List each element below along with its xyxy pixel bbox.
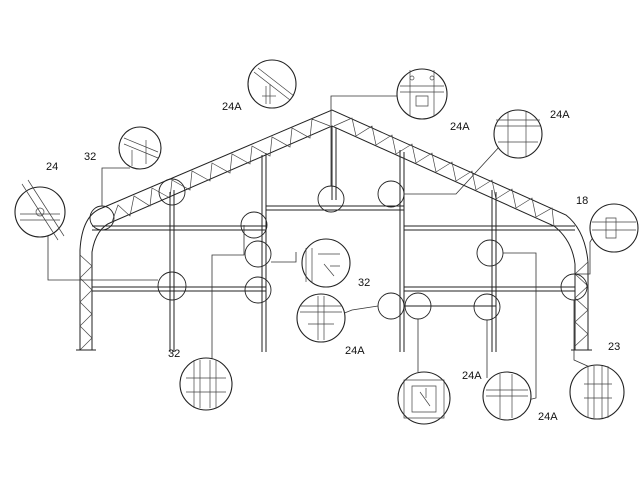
label-32-left-upper: 32	[84, 151, 96, 163]
detail-circle-top-right	[493, 109, 543, 159]
label-24a-bottom-right-mid: 24A	[538, 411, 558, 423]
label-18-right-side: 18	[576, 195, 588, 207]
detail-circle-bottom-left	[179, 357, 233, 411]
label-24a-center-lower: 24A	[345, 345, 365, 357]
detail-circle-center-lower	[296, 293, 346, 343]
detail-circle-bottom-center	[397, 371, 451, 425]
roof-truss	[76, 109, 592, 351]
label-24a-top-center: 24A	[450, 121, 470, 133]
label-23-bottom-right: 23	[608, 341, 620, 353]
internal-frame	[92, 126, 575, 352]
detail-circle-center-right	[301, 238, 351, 288]
detail-circle-left-upper	[118, 126, 162, 170]
detail-circle-bottom-right-mid	[482, 371, 532, 421]
detail-circle-bottom-right	[569, 364, 625, 420]
callout-labels: 24A 24A 24A 32 24 18 32 24A 32 24A 24A 2…	[46, 101, 620, 423]
detail-circle-top-center	[396, 68, 448, 120]
label-32-bottom-left: 32	[168, 348, 180, 360]
label-32-center-right: 32	[358, 277, 370, 289]
label-24a-top-right: 24A	[550, 109, 570, 121]
detail-circle-left-side	[14, 179, 66, 241]
detail-circle-apex-left	[247, 59, 297, 109]
detail-circle-right-side	[589, 203, 639, 253]
label-24-left-side: 24	[46, 161, 58, 173]
label-24a-bottom-center: 24A	[462, 370, 482, 382]
label-24a-apex: 24A	[222, 101, 242, 113]
